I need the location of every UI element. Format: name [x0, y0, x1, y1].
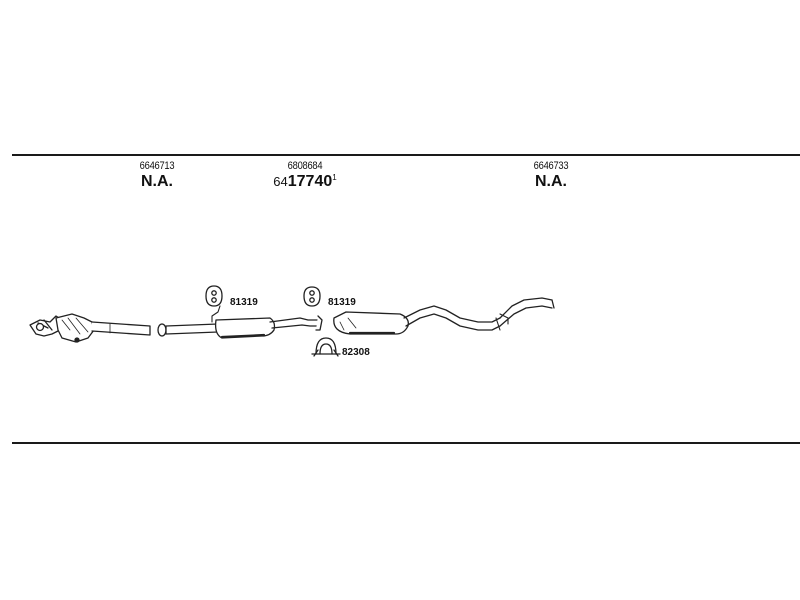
oe-number: 6646733	[533, 160, 569, 172]
part-number: N.A.	[496, 173, 606, 191]
part-number: 64177401	[250, 173, 360, 191]
column-rear-silencer: 6646733 N.A.	[496, 160, 606, 191]
hanger-callout-rear: 81319	[328, 297, 356, 308]
hanger-callout-front: 81319	[230, 297, 258, 308]
part-number-suffix: 1	[332, 173, 337, 182]
rear-silencer	[333, 297, 555, 335]
clamp-icon	[311, 337, 341, 357]
top-divider	[12, 154, 800, 156]
oe-number: 6646713	[139, 160, 175, 172]
rubber-hanger-icon	[303, 286, 321, 307]
middle-silencer	[157, 305, 323, 339]
part-number-main: N.A.	[141, 173, 173, 190]
clamp-callout: 82308	[342, 347, 370, 358]
part-number: N.A.	[102, 173, 212, 191]
part-number-main: 17740	[287, 173, 333, 190]
column-middle-silencer: 6808684 64177401	[250, 160, 360, 191]
rubber-hanger-icon	[205, 285, 223, 307]
part-number-main: N.A.	[535, 173, 567, 190]
bottom-divider	[12, 442, 800, 444]
catalytic-converter	[29, 313, 151, 343]
oe-number: 6808684	[287, 160, 323, 172]
part-number-prefix: 64	[273, 174, 288, 189]
column-front-pipe: 6646713 N.A.	[102, 160, 212, 191]
